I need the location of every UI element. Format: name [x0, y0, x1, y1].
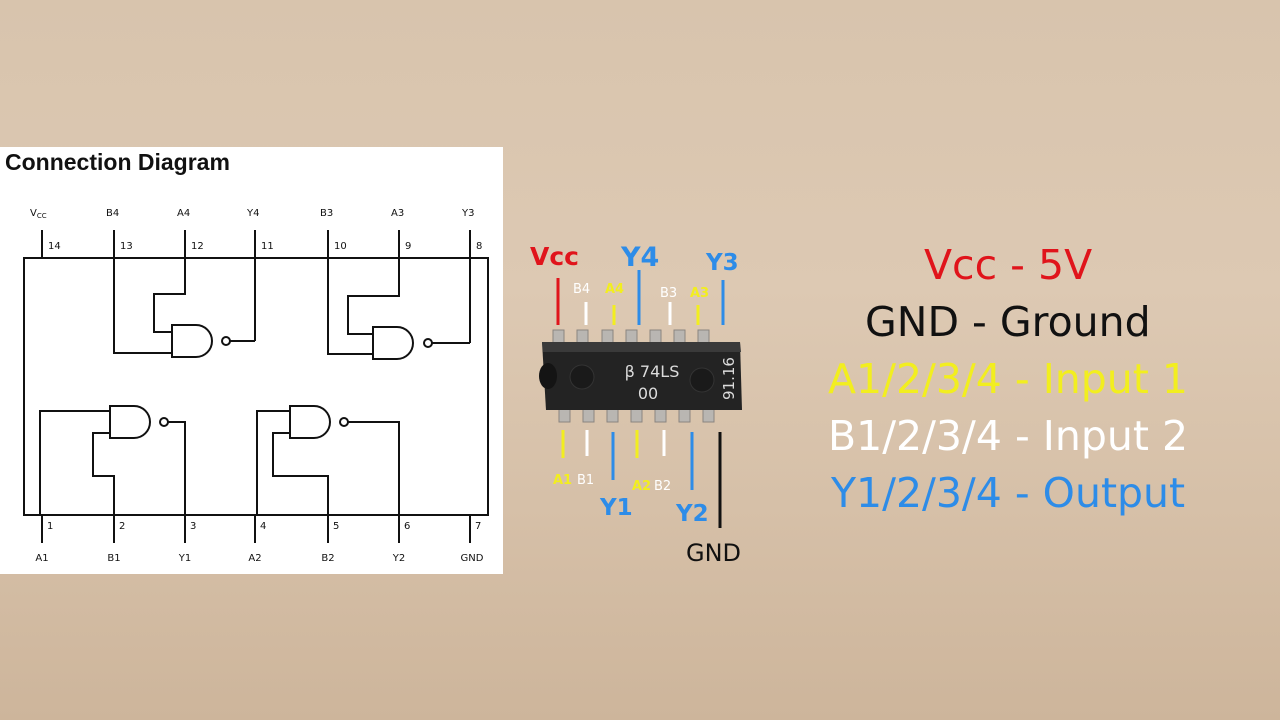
bottom-pin-number: 1	[47, 521, 53, 532]
label-y4: Y4	[620, 242, 659, 273]
top-pin-number: 13	[120, 241, 133, 252]
legend-line: Vcc - 5V	[924, 241, 1093, 289]
bottom-pin-stubs	[41, 515, 471, 543]
bottom-pin-label: B1	[107, 553, 120, 564]
nand-gate-4	[113, 258, 256, 358]
chip-date-code: 91.16	[720, 357, 738, 400]
top-pin-label: Y3	[461, 208, 474, 219]
top-pin-stubs	[41, 230, 471, 258]
label-b2: B2	[654, 479, 671, 494]
legend-line: Y1/2/3/4 - Output	[831, 469, 1186, 517]
label-y1: Y1	[599, 495, 633, 521]
top-pin-label: B4	[106, 208, 119, 219]
bottom-pin-number: 4	[260, 521, 266, 532]
bottom-pin-number: 5	[333, 521, 339, 532]
label-vcc: Vcc	[530, 242, 579, 271]
chip-marking-line1: β 74LS	[625, 362, 680, 381]
top-pin-label: Y4	[246, 208, 259, 219]
label-a1: A1	[553, 473, 572, 488]
chip-top-pins	[552, 329, 710, 345]
bottom-pin-number: 2	[119, 521, 125, 532]
bottom-pin-label: A2	[248, 553, 261, 564]
legend-line: A1/2/3/4 - Input 1	[828, 355, 1188, 403]
top-pin-number: 12	[191, 241, 204, 252]
diagram-title: Connection Diagram	[5, 149, 230, 175]
chip-bottom-pins	[558, 405, 715, 423]
top-pin-label: B3	[320, 208, 333, 219]
label-a3: A3	[690, 286, 709, 301]
bottom-pin-label: B2	[321, 553, 334, 564]
bottom-pin-number: 7	[475, 521, 481, 532]
bottom-pin-label: Y1	[178, 553, 191, 564]
label-a4: A4	[605, 282, 624, 297]
top-pin-number: 8	[476, 241, 482, 252]
bottom-pin-label: A1	[35, 553, 48, 564]
bottom-indicator-lines	[561, 430, 722, 528]
label-b4: B4	[573, 282, 590, 297]
top-pin-number: 11	[261, 241, 274, 252]
chip-body	[539, 342, 742, 410]
top-pin-number: 14	[48, 241, 61, 252]
nand-gate-2	[256, 405, 400, 515]
bottom-pin-label: GND	[461, 553, 484, 564]
top-pin-number: 9	[405, 241, 411, 252]
nand-gate-1	[39, 405, 186, 515]
label-gnd: GND	[686, 539, 741, 567]
label-b1: B1	[577, 473, 594, 488]
label-y2: Y2	[675, 501, 709, 527]
top-pin-label: A4	[177, 208, 190, 219]
bottom-pin-number: 6	[404, 521, 410, 532]
legend-line: B1/2/3/4 - Input 2	[828, 412, 1189, 460]
nand-gate-3	[327, 258, 471, 360]
top-pin-label-subscript: CC	[37, 212, 47, 220]
top-pin-number: 10	[334, 241, 347, 252]
legend-line: GND - Ground	[865, 298, 1151, 346]
chip-marking-line2: 00	[638, 384, 658, 403]
label-a2: A2	[632, 479, 651, 494]
connection-diagram-panel	[0, 147, 503, 574]
label-b3: B3	[660, 286, 677, 301]
bottom-pin-number: 3	[190, 521, 196, 532]
top-pin-label: A3	[391, 208, 404, 219]
top-indicator-lines	[556, 270, 725, 325]
bottom-pin-label: Y2	[392, 553, 405, 564]
label-y3: Y3	[705, 250, 739, 276]
